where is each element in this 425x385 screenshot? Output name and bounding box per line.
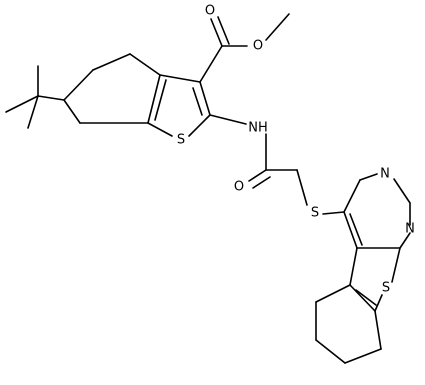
methyl-ester-group [199,13,290,83]
tert-butyl-group [5,65,65,129]
thiophene-ring-right [349,247,401,312]
pyrimidine-ring-right [343,173,411,249]
cyclohexane-ring-bottom [315,284,382,364]
sulfur-thioether-label: S [311,206,319,221]
cyclohexane-ring-left [63,53,161,124]
sulfur-thiophene-right-label: S [382,281,390,296]
amide-linker [209,114,345,215]
sulfur-thiophene-left-label: S [177,133,185,148]
nitrogen-upper-label: N [380,167,390,182]
nitrogen-lower-label: N [405,222,415,237]
oxygen-carbonyl-label: O [205,4,215,19]
oxygen-ester-label: O [253,39,263,54]
thiophene-ring-left [147,74,211,137]
nh-label: NH [248,121,268,136]
atom-labels: O O NH S O S N N S [177,4,415,296]
oxygen-amide-label: O [234,180,244,195]
